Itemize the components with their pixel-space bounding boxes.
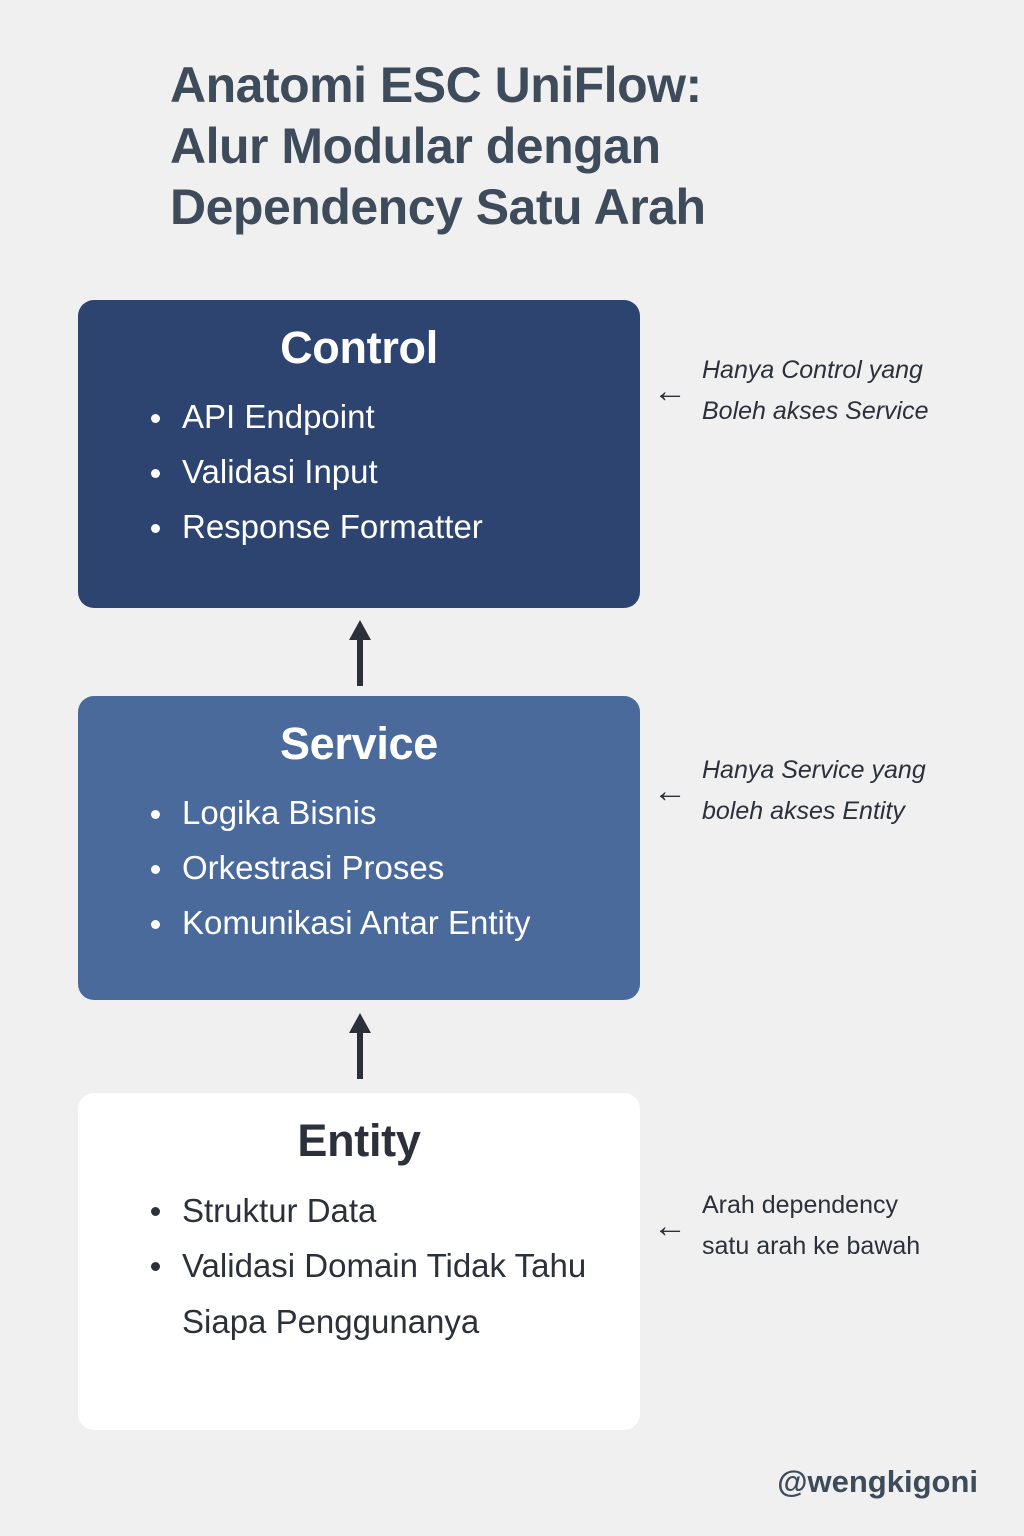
layer-heading-entity: Entity — [297, 1115, 421, 1166]
layer-box-entity: Entity Struktur Data Validasi Domain Tid… — [78, 1093, 640, 1430]
layer-bullets-control: API Endpoint Validasi Input Response For… — [78, 390, 640, 554]
page-title-line-1: Anatomi ESC UniFlow: — [170, 57, 702, 113]
list-item: Response Formatter — [148, 500, 614, 555]
list-item: Validasi Domain Tidak Tahu Siapa Penggun… — [148, 1238, 614, 1349]
annotation-control: ← Hanya Control yang Boleh akses Service — [652, 350, 952, 431]
layer-bullets-service: Logika Bisnis Orkestrasi Proses Komunika… — [78, 786, 640, 950]
page-title: Anatomi ESC UniFlow: Alur Modular dengan… — [170, 55, 890, 238]
arrow-left-icon: ← — [653, 771, 687, 810]
annotation-service-text: Hanya Service yang boleh akses Entity — [702, 756, 926, 825]
list-item: Orkestrasi Proses — [148, 841, 614, 896]
annotation-entity-text: Arah dependency satu arah ke bawah — [702, 1191, 921, 1260]
annotation-control-text: Hanya Control yang Boleh akses Service — [702, 356, 929, 425]
arrow-up-service-to-control — [349, 620, 371, 686]
annotation-service: ← Hanya Service yang boleh akses Entity — [652, 750, 952, 831]
list-item: Komunikasi Antar Entity — [148, 896, 614, 951]
annotation-entity: ← Arah dependency satu arah ke bawah — [652, 1185, 952, 1266]
layer-bullets-entity: Struktur Data Validasi Domain Tidak Tahu… — [78, 1183, 640, 1349]
layer-box-control: Control API Endpoint Validasi Input Resp… — [78, 300, 640, 608]
list-item: Validasi Input — [148, 445, 614, 500]
layer-heading-control: Control — [280, 322, 438, 373]
layer-heading-service: Service — [279, 718, 439, 769]
page-title-line-2: Alur Modular dengan — [170, 118, 661, 174]
arrow-up-entity-to-service — [349, 1013, 371, 1079]
arrow-left-icon: ← — [653, 1206, 687, 1245]
arrow-left-icon: ← — [653, 371, 687, 410]
list-item: API Endpoint — [148, 390, 614, 445]
layer-box-service: Service Logika Bisnis Orkestrasi Proses … — [78, 696, 640, 1000]
page-title-line-3: Dependency Satu Arah — [170, 179, 706, 235]
list-item: Logika Bisnis — [148, 786, 614, 841]
list-item: Struktur Data — [148, 1183, 614, 1238]
author-watermark: @wengkigoni — [777, 1464, 978, 1499]
